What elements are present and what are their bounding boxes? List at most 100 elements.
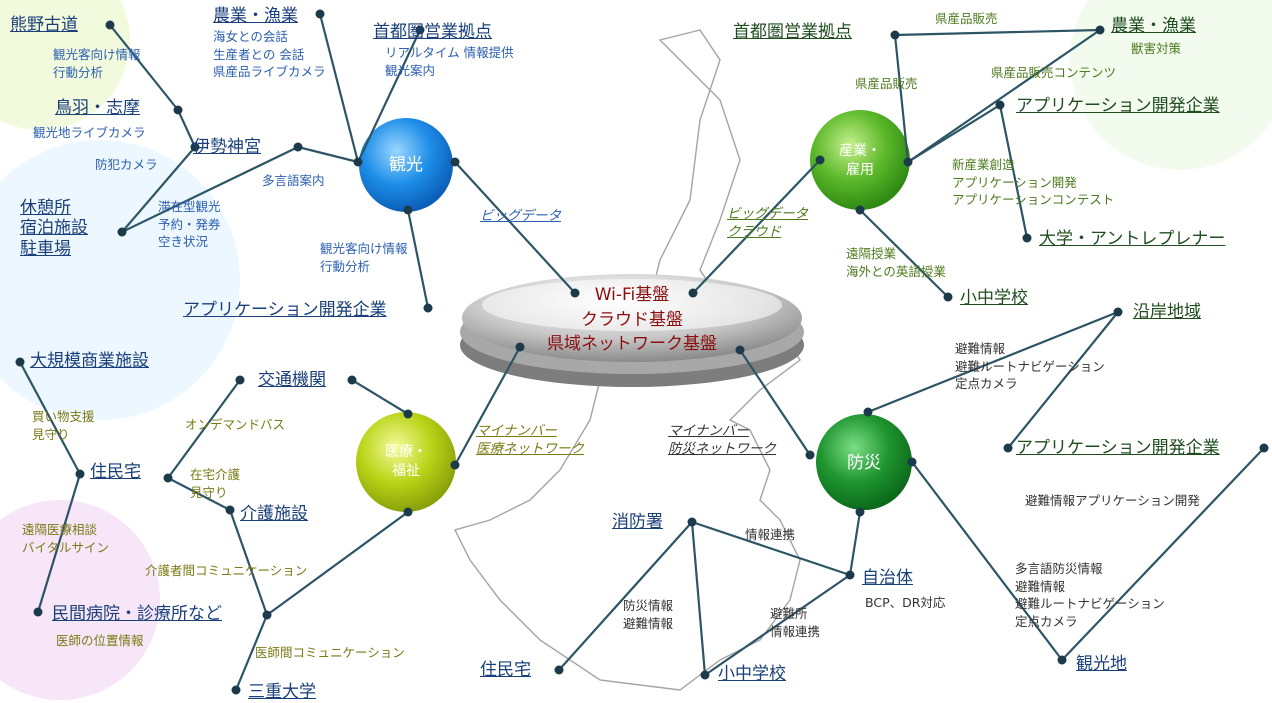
- hub-label: Wi-Fi基盤 クラウド基盤 県域ネットワーク基盤: [547, 285, 717, 355]
- connector-line: [1006, 310, 1120, 450]
- connector-dot: [190, 142, 200, 152]
- bg-blob: [1070, 0, 1272, 170]
- connector-dot: [903, 157, 913, 167]
- connector-line: [18, 360, 82, 476]
- center-sangyo-circle: [810, 110, 910, 210]
- node-engan[interactable]: 沿岸地域: [1133, 302, 1201, 322]
- label-kaigosha: 介護者間コミュニケーション: [145, 563, 308, 578]
- connector-dot: [33, 607, 43, 617]
- connector-dot: [1259, 443, 1269, 453]
- node-daikibo[interactable]: 大規模商業施設: [30, 351, 149, 371]
- bg-blob: [0, 500, 160, 700]
- connector-line: [910, 460, 1064, 662]
- connector-dot: [235, 375, 245, 385]
- connector-line: [120, 145, 300, 234]
- connector-line: [234, 613, 269, 692]
- connector-line: [703, 573, 852, 677]
- connector-line: [406, 208, 430, 310]
- label-bohan: 防犯カメラ: [95, 157, 158, 172]
- node-appdev-sangyo[interactable]: アプリケーション開発企業: [1016, 96, 1220, 116]
- node-nogyo-kanko[interactable]: 農業・漁業: [213, 6, 298, 26]
- connector-dot: [805, 450, 815, 460]
- connector-dot: [403, 205, 413, 215]
- connector-dot: [117, 227, 127, 237]
- connector-line: [166, 378, 242, 480]
- connector-line: [848, 510, 862, 577]
- node-shochu-bosai[interactable]: 小中学校: [718, 664, 786, 684]
- label-nogyo-kanko: 海女との会話 生産者との 会話 県産品ライブカメラ: [213, 29, 326, 79]
- bg-blob: [0, 0, 130, 130]
- connector-dot: [105, 20, 115, 30]
- node-kaigo[interactable]: 介護施設: [240, 504, 308, 524]
- node-kyukeisho[interactable]: 休憩所 宿泊施設 駐車場: [20, 198, 88, 259]
- connector-line: [690, 520, 707, 677]
- bridge-mynumber-bosai: マイナンバー 防災ネットワーク: [668, 423, 776, 457]
- node-kankochi[interactable]: 観光地: [1076, 654, 1127, 674]
- center-iryo-circle: [356, 412, 456, 512]
- node-daigaku[interactable]: 大学・アントレプレナー: [1039, 229, 1226, 249]
- center-bosai-circle: [816, 414, 912, 510]
- connector-dot: [347, 375, 357, 385]
- connector-dot: [815, 155, 825, 165]
- node-shobo[interactable]: 消防署: [612, 512, 663, 532]
- label-hinan-app: 避難情報アプリケーション開発: [1025, 493, 1200, 508]
- node-jumin-iryo[interactable]: 住民宅: [90, 462, 141, 482]
- node-ise-jingu[interactable]: 伊勢神宮: [193, 137, 261, 157]
- connector-dot: [515, 342, 525, 352]
- connector-dot: [845, 570, 855, 580]
- node-appdev-bosai[interactable]: アプリケーション開発企業: [1016, 438, 1220, 458]
- label-ishi-ichi: 医師の位置情報: [56, 633, 144, 648]
- connector-dot: [1003, 443, 1013, 453]
- connector-line: [893, 33, 910, 164]
- label-hinan-engan: 避難情報 避難ルートナビゲーション 定点カメラ: [955, 341, 1105, 391]
- connector-dot: [943, 292, 953, 302]
- connector-line: [691, 158, 822, 295]
- label-appdev-kanko: 観光客向け情報 行動分析: [320, 241, 408, 274]
- label-kumano: 観光客向け情報 行動分析: [53, 47, 141, 80]
- label-tagengo-kanko: 多言語案内: [262, 173, 325, 188]
- connector-line: [690, 520, 852, 577]
- node-shutoken-kanko[interactable]: 首都圏営業拠点: [373, 22, 492, 42]
- connector-line: [866, 310, 1120, 414]
- center-iryo-label: 医療・ 福祉: [385, 444, 427, 479]
- node-kumano-kodo[interactable]: 熊野古道: [10, 15, 78, 35]
- node-shochu-sangyo[interactable]: 小中学校: [960, 288, 1028, 308]
- label-joho-renkei: 情報連携: [745, 527, 796, 542]
- connector-dot: [890, 30, 900, 40]
- node-jumin-bosai[interactable]: 住民宅: [480, 660, 531, 680]
- node-nogyo-sangyo[interactable]: 農業・漁業: [1111, 16, 1196, 36]
- connector-dot: [231, 685, 241, 695]
- connector-line: [738, 348, 812, 457]
- connector-line: [557, 520, 694, 672]
- node-kotsu[interactable]: 交通機関: [258, 370, 326, 390]
- connector-dot: [855, 507, 865, 517]
- connector-dot: [75, 469, 85, 479]
- node-minkan[interactable]: 民間病院・診療所など: [52, 604, 222, 624]
- connector-dot: [688, 288, 698, 298]
- connector-dot: [353, 157, 363, 167]
- connector-line: [296, 145, 360, 164]
- bridge-bigdata-sangyo: ビッグデータ クラウド: [727, 206, 808, 240]
- bridge-bigdata-kanko: ビッグデータ: [480, 208, 561, 224]
- label-bosai-joho: 防災情報 避難情報: [623, 598, 674, 631]
- node-shutoken-sangyo[interactable]: 首都圏営業拠点: [733, 22, 852, 42]
- label-bcp: BCP、DR対応: [865, 595, 946, 610]
- label-kaimono: 買い物支援 見守り: [32, 409, 95, 442]
- node-appdev-kanko[interactable]: アプリケーション開発企業: [183, 300, 387, 320]
- connector-line: [108, 23, 180, 112]
- connector-dot: [415, 25, 425, 35]
- connector-dot: [423, 303, 433, 313]
- connector-dot: [1057, 655, 1067, 665]
- label-juugai: 獣害対策: [1131, 41, 1182, 56]
- node-jichitai[interactable]: 自治体: [862, 568, 913, 588]
- label-ishikan: 医師間コミュニケーション: [255, 645, 405, 660]
- connector-dot: [293, 142, 303, 152]
- label-kensan-2: 県産品販売: [855, 76, 918, 91]
- connector-dot: [225, 505, 235, 515]
- label-shinsangyo: 新産業創造 アプリケーション開発 アプリケーションコンテスト: [952, 157, 1115, 207]
- node-mie-daigaku[interactable]: 三重大学: [248, 682, 316, 702]
- connector-line: [228, 508, 269, 617]
- node-toba-shima[interactable]: 鳥羽・志摩: [55, 98, 140, 118]
- connector-dot: [1113, 307, 1123, 317]
- connector-line: [893, 28, 1102, 37]
